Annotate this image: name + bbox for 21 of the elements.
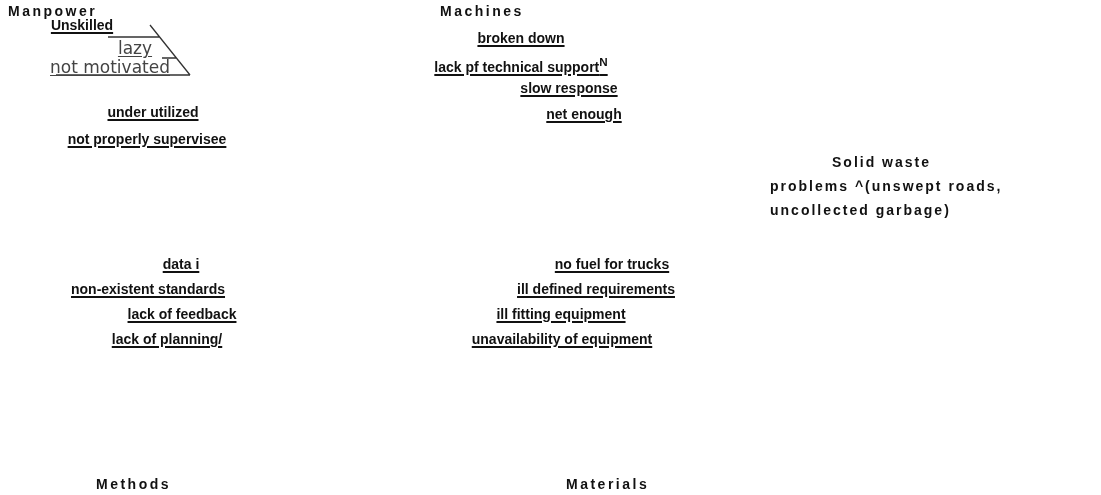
category-heading: Machines (440, 3, 524, 19)
cause-label: lack of planning/ (111, 331, 223, 347)
cause-label: Unskilled (50, 17, 114, 33)
cause-label: under utilized (107, 104, 199, 120)
category-heading: Materials (566, 476, 650, 492)
cause-label: lack pf technical support$^{N}$ (434, 55, 608, 75)
cause-label: lazy (117, 38, 153, 58)
cause-label: no fuel for trucks (554, 256, 670, 272)
cause-label: ill defined requirements (517, 281, 675, 297)
problem-statement: Solid waste problems ^(unswept roads, uncollected garbage) (770, 153, 1004, 220)
cause-label: not motivated (50, 57, 170, 77)
cause-label: broken down (477, 30, 565, 46)
cause-label: not properly supervisee (67, 131, 227, 147)
cause-label: data i (162, 256, 200, 272)
cause-label: unavailability of equipment (471, 331, 653, 347)
cause-label: non-existent standards (71, 281, 225, 297)
cause-label: net enough (546, 106, 622, 122)
category-heading: Methods (96, 476, 172, 492)
cause-label: lack of feedback (127, 306, 237, 322)
cause-label: ill fitting equipment (496, 306, 626, 322)
category-heading: Manpower (8, 3, 98, 19)
